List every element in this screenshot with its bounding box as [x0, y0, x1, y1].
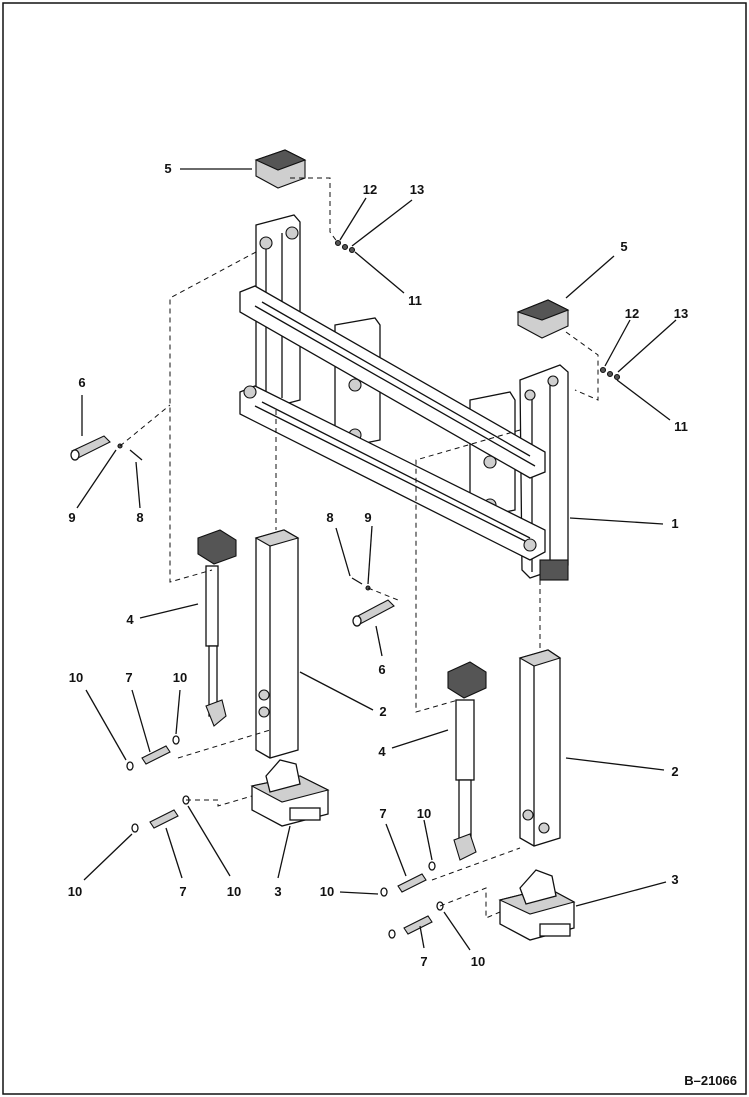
assembly-lines: [119, 177, 599, 919]
callout-7: 7: [179, 884, 186, 899]
callout-2: 2: [379, 704, 386, 719]
hardware-set-upper-left: [334, 239, 356, 254]
hardware-set-upper-right: [599, 366, 621, 381]
callout-8: 8: [326, 510, 333, 525]
callout-5: 5: [620, 239, 627, 254]
main-frame: [239, 214, 569, 581]
callout-12: 12: [625, 306, 639, 321]
callout-1: 1: [671, 516, 678, 531]
callout-9: 9: [364, 510, 371, 525]
leader-lines: [76, 168, 677, 951]
cylinder-left: [197, 529, 237, 727]
tube-left: [254, 529, 300, 759]
callout-7: 7: [125, 670, 132, 685]
bracket-right: [498, 869, 576, 941]
callout-7: 7: [420, 954, 427, 969]
callout-10: 10: [227, 884, 241, 899]
callout-9: 9: [68, 510, 75, 525]
callout-10: 10: [471, 954, 485, 969]
callout-7: 7: [379, 806, 386, 821]
bracket-left: [250, 759, 330, 827]
callout-numbers: 5 12 13 11 5 12 13 11 6 9 8 8 9 1 6 4 2 …: [68, 161, 688, 969]
callout-4: 4: [126, 612, 134, 627]
callout-13: 13: [410, 182, 424, 197]
callout-11: 11: [408, 293, 422, 308]
drawing-reference-number: B–21066: [684, 1073, 737, 1088]
callout-2: 2: [671, 764, 678, 779]
callout-10: 10: [69, 670, 83, 685]
callout-11: 11: [674, 419, 688, 434]
callout-3: 3: [274, 884, 281, 899]
callout-13: 13: [674, 306, 688, 321]
cap-upper-left: [254, 149, 307, 189]
callout-12: 12: [363, 182, 377, 197]
callout-6: 6: [78, 375, 85, 390]
callout-3: 3: [671, 872, 678, 887]
callout-8: 8: [136, 510, 143, 525]
pins-and-rings: [126, 735, 444, 939]
cylinder-right: [447, 661, 487, 861]
callout-5: 5: [164, 161, 171, 176]
callout-10: 10: [417, 806, 431, 821]
cap-upper-right: [516, 299, 570, 339]
callout-4: 4: [378, 744, 386, 759]
callout-10: 10: [68, 884, 82, 899]
tube-right: [518, 649, 562, 847]
callout-6: 6: [378, 662, 385, 677]
pin-upper-left: [70, 435, 143, 461]
pin-center: [351, 577, 395, 627]
callout-10: 10: [320, 884, 334, 899]
callout-10: 10: [173, 670, 187, 685]
